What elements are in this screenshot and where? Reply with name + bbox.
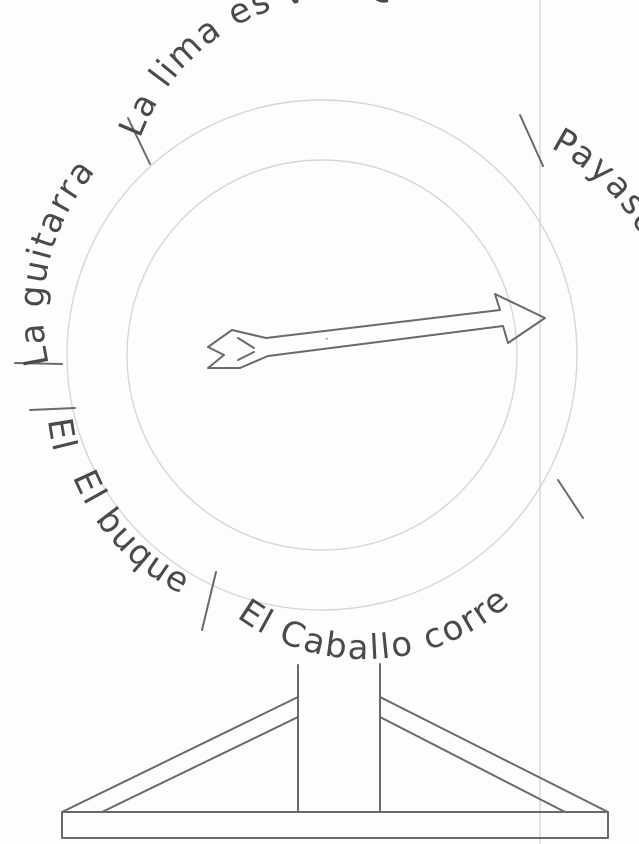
arrow-outline [208, 294, 545, 368]
stand-leg-left-outer [62, 697, 298, 812]
stand-leg-left-inner [102, 717, 298, 812]
segment-dividers [15, 115, 583, 630]
wheel-stand [62, 664, 608, 838]
segment-label-payaso: Payaso chistoso [546, 120, 639, 410]
arrow-pivot-dot: · [325, 332, 329, 346]
segment-label-guitarra: La guitarra [12, 151, 104, 370]
segment-label-la-lima: La lima es verde [111, 0, 398, 142]
arrow-fletch-line [238, 352, 254, 360]
arrow-fletch-line [238, 338, 254, 348]
divider-buque-el [30, 408, 75, 410]
stand-leg-right-inner [380, 717, 565, 812]
arrow-pointer-icon [208, 294, 545, 368]
inner-guide-circle [127, 160, 517, 550]
stand-leg-right-outer [380, 697, 608, 812]
divider-payaso-caballo [558, 480, 583, 518]
segment-label-el: El [39, 415, 85, 456]
segment-label-caballo: El Caballo corre [231, 579, 517, 669]
stand-base [62, 812, 608, 838]
segment-label-buque: El buque [64, 464, 197, 603]
